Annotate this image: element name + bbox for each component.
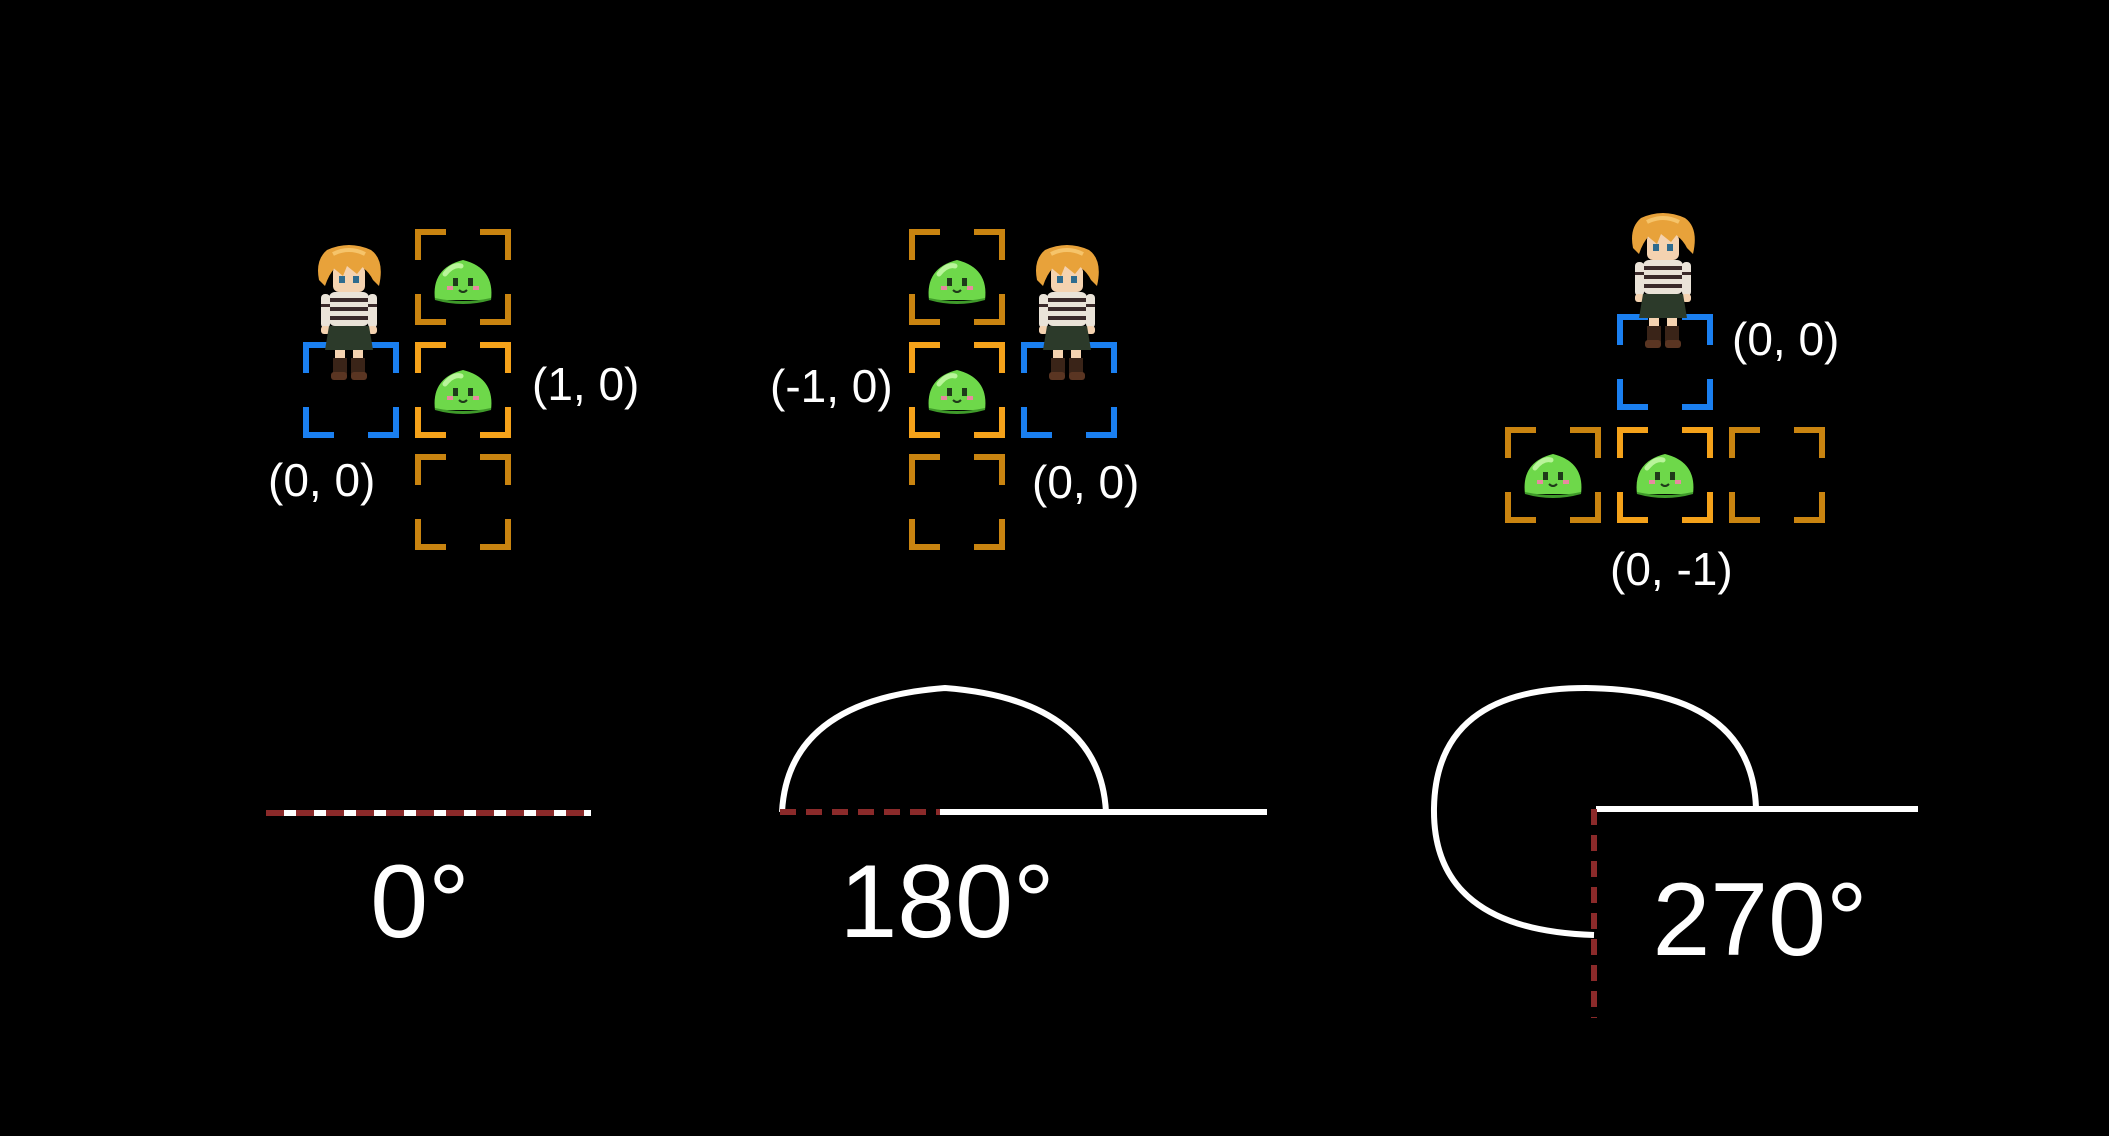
coord-player-label: (0, 0) [1732,313,1839,365]
angle-label: 270° [1652,862,1867,978]
green-slime-icon [435,260,492,304]
grid-cell-down [418,457,508,547]
coord-target-label: (1, 0) [532,358,639,410]
green-slime-icon [1525,454,1582,498]
coord-player-label: (0, 0) [268,454,375,506]
angle-label: 0° [370,844,469,960]
rotation-arc [779,684,1109,813]
green-slime-icon [929,260,986,304]
coord-target-label: (0, -1) [1610,543,1733,595]
angle-label: 180° [839,844,1054,960]
green-slime-icon [435,370,492,414]
coord-target-label: (-1, 0) [770,360,893,412]
panel-270-degrees: (0, 0) (0, -1) 270° [1430,211,1918,1018]
grid-cell-right [1732,430,1822,520]
green-slime-icon [1637,454,1694,498]
coord-player-label: (0, 0) [1032,456,1139,508]
green-slime-icon [929,370,986,414]
rotation-arc [1430,684,1759,938]
player-character-icon [316,243,383,382]
panel-180-degrees: (-1, 0) (0, 0) 180° [770,232,1267,960]
player-character-icon [1034,243,1101,382]
player-character-icon [1630,211,1697,350]
grid-cell-down [912,457,1002,547]
panel-0-degrees: (1, 0) (0, 0) 0° [266,232,639,960]
